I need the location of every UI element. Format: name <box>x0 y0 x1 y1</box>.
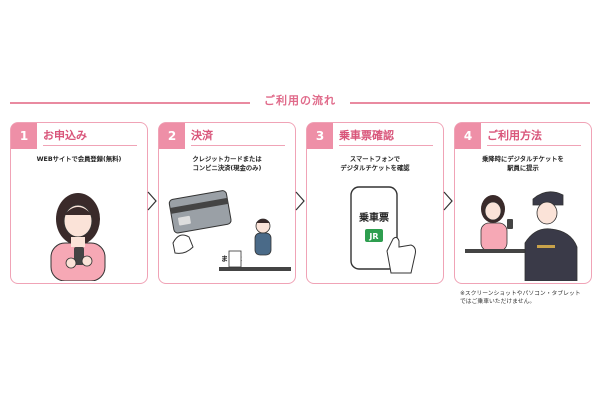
step-card-2: 2 決済 クレジットカードまたは コンビニ決済(現金のみ) または <box>158 122 296 284</box>
chevron-right-icon <box>443 191 453 211</box>
step-title: 乗車票確認 <box>339 129 394 142</box>
step-number: 3 <box>307 123 333 149</box>
smartphone-ticket-illustration: 乗車票 JR <box>350 186 416 274</box>
step-number: 4 <box>455 123 481 149</box>
step-title: ご利用方法 <box>487 129 542 142</box>
step-description: 乗降時にデジタルチケットを 駅員に提示 <box>459 155 587 173</box>
step-description: スマートフォンで デジタルチケットを確認 <box>311 155 439 173</box>
chevron-right-icon <box>147 191 157 211</box>
description-line: WEBサイトで会員登録(無料) <box>36 156 122 163</box>
woman-with-phone-illustration <box>50 193 106 281</box>
section-title: ご利用の流れ <box>264 94 336 107</box>
step-number: 1 <box>11 123 37 149</box>
footnote: ※スクリーンショットやパソコン・タブレット ではご乗車いただけません。 <box>460 290 581 306</box>
title-underline <box>191 145 285 147</box>
step-card-3: 3 乗車票確認 スマートフォンで デジタルチケットを確認 乗車票 JR <box>306 122 444 284</box>
step-card-4: 4 ご利用方法 乗降時にデジタルチケットを 駅員に提示 <box>454 122 592 284</box>
description-line: クレジットカードまたは <box>192 156 262 163</box>
description-line: 乗降時にデジタルチケットを <box>482 156 564 163</box>
step-title: 決済 <box>191 129 213 142</box>
title-underline <box>487 145 581 147</box>
step-card-1: 1 お申込み WEBサイトで会員登録(無料) <box>10 122 148 284</box>
step-title: お申込み <box>43 129 87 142</box>
section-header: ご利用の流れ <box>10 92 590 112</box>
description-line: スマートフォンで <box>349 156 401 163</box>
credit-card-icon <box>168 190 232 234</box>
step-description: WEBサイトで会員登録(無料) <box>15 155 143 164</box>
station-staff-illustration <box>465 191 578 281</box>
ticket-label: 乗車票 <box>358 211 389 224</box>
title-underline <box>339 145 433 147</box>
title-underline <box>43 145 137 147</box>
chevron-right-icon <box>295 191 305 211</box>
payment-illustration: または <box>168 190 291 271</box>
footnote-line: ではご乗車いただけません。 <box>460 299 536 305</box>
description-line: 駅員に提示 <box>507 165 539 172</box>
header-rule-right <box>350 102 590 104</box>
jr-logo: JR <box>368 232 378 241</box>
header-rule-left <box>10 102 250 104</box>
step-description: クレジットカードまたは コンビニ決済(現金のみ) <box>163 155 291 173</box>
step-number: 2 <box>159 123 185 149</box>
description-line: コンビニ決済(現金のみ) <box>192 165 262 172</box>
footnote-line: ※スクリーンショットやパソコン・タブレット <box>460 291 581 297</box>
description-line: デジタルチケットを確認 <box>340 165 410 172</box>
